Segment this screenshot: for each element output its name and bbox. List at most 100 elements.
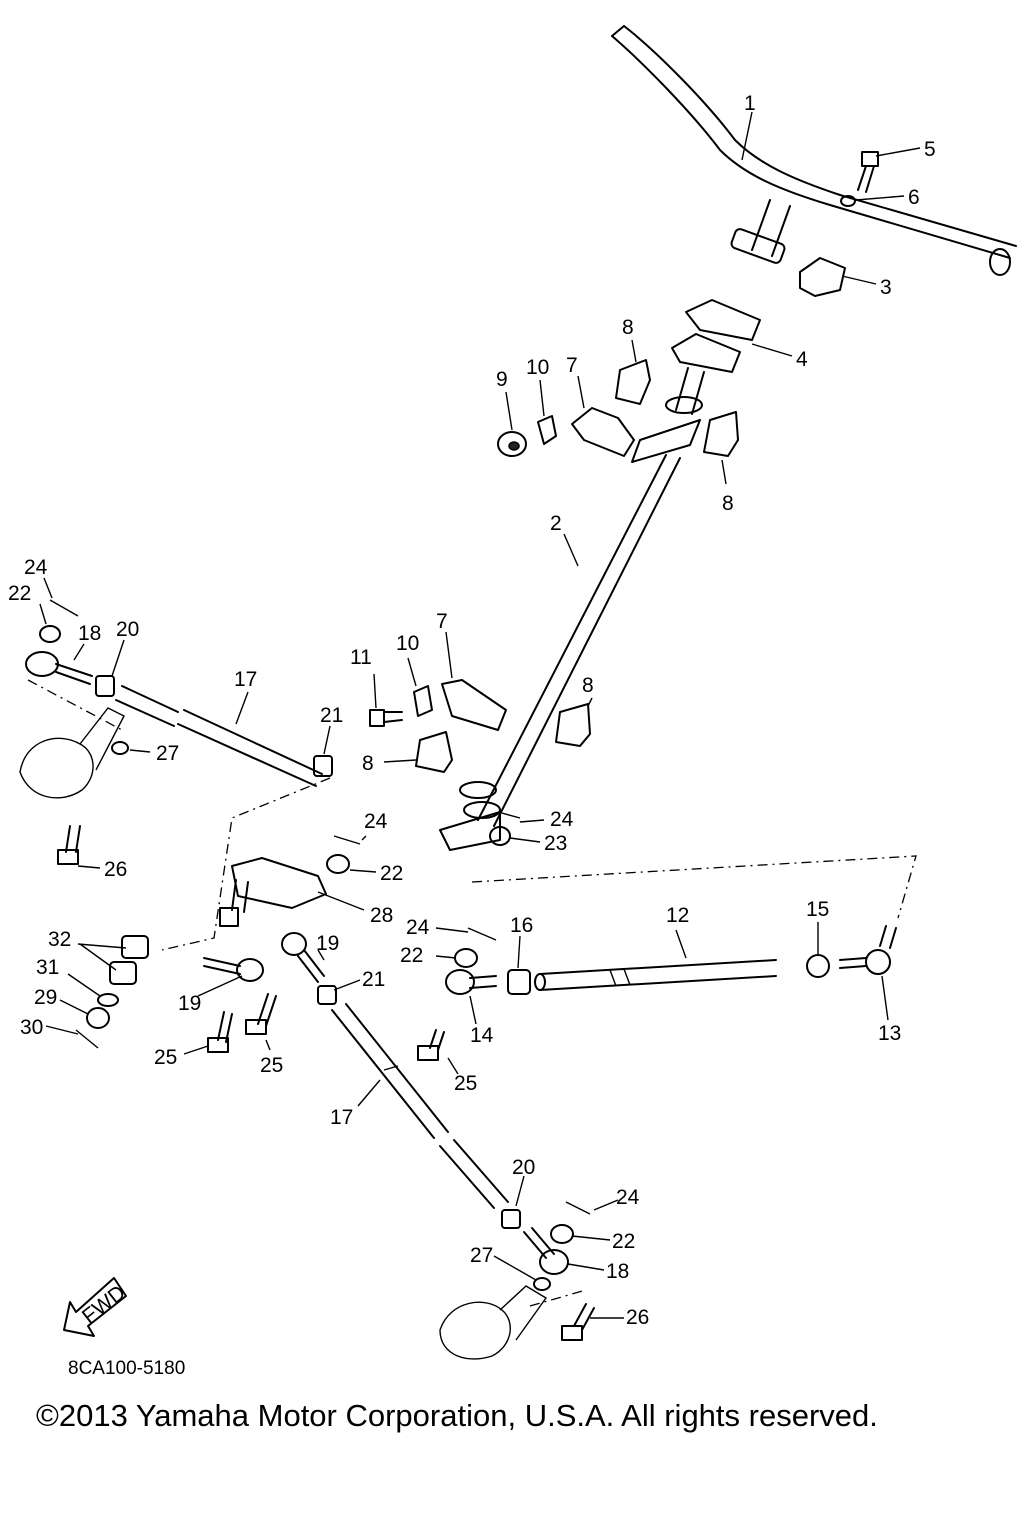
cotter-pin-24-right xyxy=(467,927,497,941)
label-16: 16 xyxy=(510,914,533,937)
label-1: 1 xyxy=(744,92,756,115)
leader-lines xyxy=(39,111,921,1319)
assembly-line-right-knuckle xyxy=(529,1289,587,1307)
label-27-left: 27 xyxy=(156,742,179,765)
lock-nut-20-left xyxy=(95,675,115,697)
tie-rod-end-18-left xyxy=(25,651,93,685)
label-18-left: 18 xyxy=(78,622,101,645)
label-8-lower-right: 8 xyxy=(582,674,594,697)
label-11: 11 xyxy=(350,646,372,669)
bushing-8-top-left xyxy=(615,359,651,405)
tie-rod-end-19-left xyxy=(203,957,264,982)
tie-rod-17-upper xyxy=(115,685,323,787)
label-9: 9 xyxy=(496,368,508,391)
label-8-top-left: 8 xyxy=(622,316,634,339)
knuckle-left xyxy=(19,707,125,799)
label-24-left: 24 xyxy=(24,556,48,579)
label-21-lower: 21 xyxy=(362,968,385,991)
label-25-b: 25 xyxy=(260,1054,283,1077)
bolt-26-left xyxy=(57,825,81,865)
bolt-5 xyxy=(857,151,879,193)
label-28: 28 xyxy=(370,904,393,927)
handlebar-holder-3 xyxy=(799,257,846,297)
lock-nut-21-lower xyxy=(317,985,337,1005)
label-30: 30 xyxy=(20,1016,43,1039)
nut-9 xyxy=(497,431,527,457)
label-22-pitman: 22 xyxy=(380,862,403,885)
label-25-a: 25 xyxy=(154,1046,177,1069)
label-23: 23 xyxy=(544,832,567,855)
nut-29 xyxy=(86,1007,110,1029)
cotter-pin-24-pitman xyxy=(333,835,361,845)
label-2: 2 xyxy=(550,512,562,535)
cotter-pin-30 xyxy=(75,1029,99,1049)
steering-column xyxy=(439,367,705,851)
spacer-32 xyxy=(109,935,149,985)
label-24-pitman: 24 xyxy=(364,810,388,833)
label-20-left: 20 xyxy=(116,618,139,641)
label-7-top: 7 xyxy=(566,354,578,377)
washer-27-left xyxy=(111,741,129,755)
label-24-lower: 24 xyxy=(616,1186,640,1209)
nut-22-lower xyxy=(550,1224,574,1244)
label-22-lower: 22 xyxy=(612,1230,635,1253)
label-29: 29 xyxy=(34,986,57,1009)
label-17-upper: 17 xyxy=(234,668,257,691)
cotter-pin-24-lower xyxy=(565,1201,591,1215)
label-10-top: 10 xyxy=(526,356,549,379)
label-19-left: 19 xyxy=(178,992,201,1015)
column-holder-7-top xyxy=(571,407,635,457)
handlebar-holder-4 xyxy=(671,299,761,373)
nut-22-left xyxy=(39,625,61,643)
label-18-right: 18 xyxy=(606,1260,629,1283)
bolt-11 xyxy=(369,709,403,727)
label-6: 6 xyxy=(908,186,920,209)
cotter-pin-24-left xyxy=(49,599,79,617)
bolt-25-a xyxy=(207,1011,233,1053)
bolt-25-b xyxy=(245,993,277,1035)
handlebar xyxy=(611,25,1017,276)
label-5: 5 xyxy=(924,138,936,161)
lock-nut-20-lower xyxy=(501,1209,521,1229)
label-20-lower: 20 xyxy=(512,1156,535,1179)
assembly-line-column-to-tierod xyxy=(471,855,917,919)
label-14: 14 xyxy=(470,1024,494,1047)
lock-nut-16 xyxy=(507,969,531,995)
label-8-lower-left: 8 xyxy=(362,752,374,775)
callout-labels: 1 5 6 3 4 8 7 10 9 8 2 24 22 18 20 17 21… xyxy=(8,92,936,1329)
bushing-8-lower-left xyxy=(415,731,453,773)
label-15: 15 xyxy=(806,898,829,921)
tie-rod-end-19-center xyxy=(281,932,325,983)
label-10-lower: 10 xyxy=(396,632,419,655)
cotter-pin-24-column xyxy=(497,811,521,819)
bushing-8-top-right xyxy=(703,411,739,457)
tie-rod-12 xyxy=(534,959,777,991)
label-13: 13 xyxy=(878,1022,901,1045)
bolt-26-right xyxy=(561,1303,595,1341)
nut-22-right xyxy=(454,948,478,968)
label-4: 4 xyxy=(796,348,808,371)
column-holder-7-lower xyxy=(441,679,507,731)
washer-31 xyxy=(97,993,119,1007)
assembly-line-left-knuckle xyxy=(27,679,123,731)
pitman-arm-28 xyxy=(219,857,327,927)
tie-rod-17-lower xyxy=(331,1003,509,1209)
steering-parts-diagram: FWD xyxy=(8,25,1017,1360)
label-12: 12 xyxy=(666,904,689,927)
label-24-right: 24 xyxy=(406,916,430,939)
label-22-right: 22 xyxy=(400,944,423,967)
tie-rod-end-13 xyxy=(839,925,897,975)
label-32: 32 xyxy=(48,928,71,951)
label-24-column: 24 xyxy=(550,808,574,831)
label-22-left: 22 xyxy=(8,582,31,605)
bolt-25-c xyxy=(417,1029,445,1061)
figure-code: 8CA100-5180 xyxy=(68,1358,186,1379)
nut-23 xyxy=(489,826,511,846)
nut-22-pitman xyxy=(326,854,350,874)
knuckle-right xyxy=(439,1285,548,1360)
label-7-lower: 7 xyxy=(436,610,448,633)
label-3: 3 xyxy=(880,276,892,299)
label-19-center: 19 xyxy=(316,932,339,955)
bushing-8-lower-right xyxy=(555,703,591,747)
label-31: 31 xyxy=(36,956,59,979)
